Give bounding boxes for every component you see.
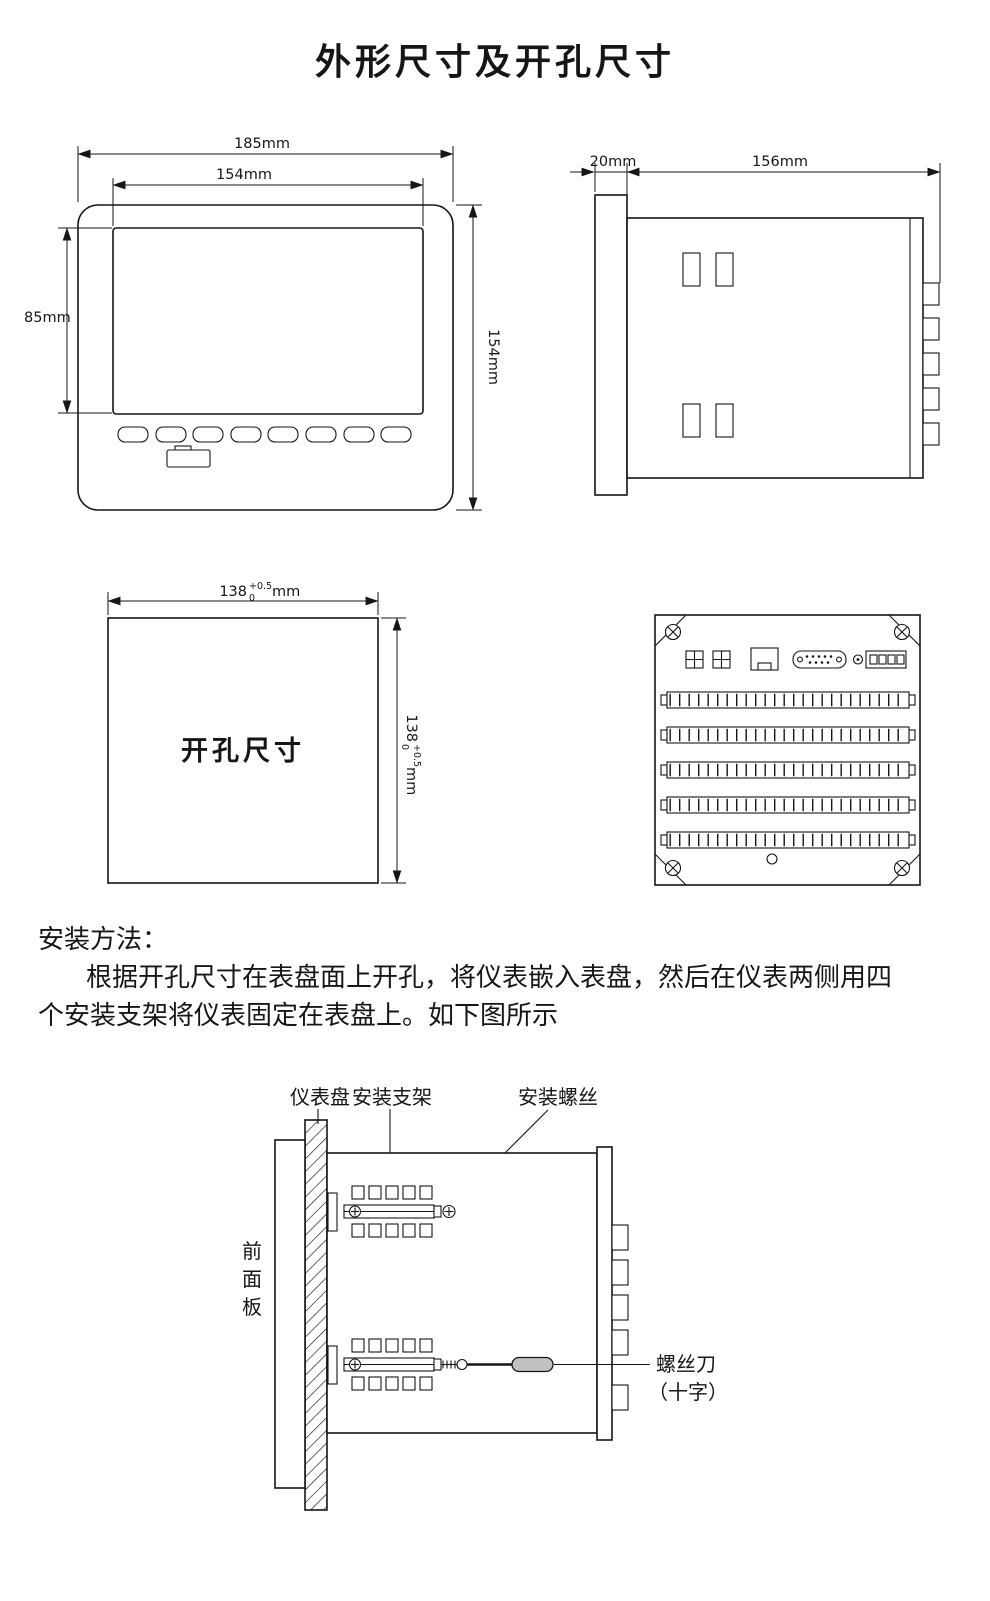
front-button [343, 426, 375, 443]
instructions-heading: 安装方法： [38, 925, 168, 954]
side-view [594, 194, 940, 496]
terminal-strip [660, 691, 916, 709]
instructions-line1: 根据开孔尺寸在表盘面上开孔，将仪表嵌入表盘，然后在仪表两侧用四 [86, 963, 892, 992]
dim-label-185mm: 185mm [234, 136, 290, 152]
dimension-height-outer: 154mm [456, 204, 501, 511]
svg-text:面: 面 [242, 1269, 262, 1291]
dim-cutout-height-tol-lower: 0 [399, 744, 410, 750]
front-panel [274, 1139, 306, 1489]
power-terminal-icon [685, 650, 731, 669]
dimension-depth-bezel: 20mm [570, 154, 636, 215]
side-terminal-tabs [922, 282, 940, 446]
front-button [230, 426, 262, 443]
installation-instructions: 安装方法： 根据开孔尺寸在表盘面上开孔，将仪表嵌入表盘，然后在仪表两侧用四 个安… [38, 925, 892, 1030]
dim-label-154mm-height: 154mm [485, 329, 501, 385]
rear-view [654, 614, 921, 886]
screwdriver [467, 1356, 554, 1373]
db9-connector-icon [792, 650, 847, 669]
front-button [267, 426, 299, 443]
screwdriver-handle [511, 1356, 554, 1373]
dim-label-156mm: 156mm [752, 154, 808, 170]
dim-cutout-width-tol-lower: 0 [249, 593, 255, 604]
rear-tabs [611, 1224, 629, 1411]
instructions-line2: 个安装支架将仪表固定在表盘上。如下图所示 [38, 1001, 558, 1030]
cutout-view: 开孔尺寸 [107, 617, 379, 884]
rear-corner-screws [654, 614, 921, 886]
dim-cutout-width-tol-upper: +0.5 [249, 581, 272, 592]
instrument-panel-hatched [304, 1119, 328, 1511]
mounting-bracket-top [327, 1185, 456, 1238]
terminal-strip [660, 796, 916, 814]
side-body [626, 217, 924, 479]
installation-diagram: 仪表盘 安装支架 安装螺丝 前 面 板 [242, 1086, 728, 1511]
dimension-width-outer: 185mm [77, 136, 454, 202]
terminal-strip [660, 761, 916, 779]
label-mounting-bracket: 安装支架 [352, 1086, 432, 1109]
front-button [117, 426, 149, 443]
rear-terminal-strips [660, 691, 916, 849]
instrument-body-side [326, 1152, 598, 1434]
side-bracket-slots [682, 252, 734, 438]
dim-cutout-height-base: 138 [403, 714, 419, 742]
label-screwdriver-type: （十字） [648, 1381, 728, 1404]
front-button [305, 426, 337, 443]
cutout-label: 开孔尺寸 [181, 736, 305, 766]
dim-cutout-width-base: 138 [219, 584, 247, 600]
rear-connectors [685, 647, 907, 671]
front-button [155, 426, 187, 443]
terminal-strip [660, 726, 916, 744]
dimension-depth-body: 156mm [626, 154, 941, 283]
cutout-square [107, 617, 379, 884]
dim-cutout-height-tol-upper: +0.5 [411, 744, 422, 767]
front-button [380, 426, 412, 443]
dim-label-85mm: 85mm [24, 310, 71, 326]
front-view [77, 204, 454, 511]
label-front-panel: 前 面 板 [242, 1240, 262, 1319]
dim-cutout-width-unit: mm [272, 584, 300, 600]
aux-terminal-icon [852, 650, 907, 669]
dim-cutout-height-unit: mm [403, 767, 419, 795]
front-buttons [117, 426, 412, 443]
dim-label-154mm-width: 154mm [216, 167, 272, 183]
label-instrument-panel: 仪表盘 [290, 1086, 350, 1109]
terminal-strip [660, 831, 916, 849]
dimension-cutout-height: 138 +0.5 0 mm [381, 617, 422, 884]
front-button [192, 426, 224, 443]
dimension-width-screen: 154mm [112, 167, 424, 226]
device-screen [112, 227, 424, 415]
dimension-cutout-width: 138 +0.5 0 mm [107, 581, 379, 615]
rear-hole [766, 853, 778, 865]
label-mounting-screws: 安装螺丝 [518, 1086, 598, 1109]
page-title: 外形尺寸及开孔尺寸 [315, 41, 675, 82]
rear-terminal-board [596, 1146, 613, 1441]
rj45-port-icon [750, 647, 779, 671]
svg-text:前: 前 [242, 1240, 262, 1263]
dimension-height-screen: 85mm [24, 227, 112, 414]
usb-port [166, 445, 211, 468]
label-screwdriver: 螺丝刀 [656, 1353, 716, 1376]
svg-text:板: 板 [242, 1296, 262, 1319]
dim-label-20mm: 20mm [590, 154, 637, 170]
mounting-bracket-bottom [327, 1338, 468, 1391]
mounting-screw-icon [456, 1358, 468, 1371]
side-bezel [594, 194, 628, 496]
